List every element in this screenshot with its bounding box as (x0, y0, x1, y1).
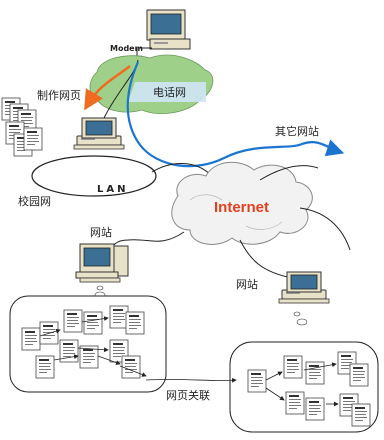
lan-computer-icon (73, 117, 125, 150)
phone-network-band (128, 82, 206, 102)
lan-ring (31, 155, 157, 197)
phone-network-label: 电话网 (153, 86, 186, 99)
internet-label: Internet (214, 199, 270, 216)
upload-arrow (84, 65, 131, 111)
page-links-label: 网页关联 (166, 389, 210, 402)
website-right-computer-icon (278, 271, 330, 304)
cloud-to-right-site (239, 239, 293, 279)
cloud-right-link (299, 207, 351, 251)
website-left-computer-icon (75, 243, 129, 283)
inter-site-link (145, 377, 237, 383)
modem-label: Modem (110, 44, 143, 53)
other-sites-label: 其它网站 (275, 125, 319, 138)
lan-label: LAN (97, 184, 129, 195)
cloud-shading (189, 194, 223, 201)
document-stack-left (1, 97, 43, 157)
link-arrows-left (39, 316, 147, 377)
make-webpage-label: 制作网页 (37, 89, 81, 102)
campus-net-label: 校园网 (18, 195, 51, 208)
internet-route-curve (126, 61, 345, 168)
top-computer-icon (146, 9, 191, 50)
cloud-shading-2 (245, 221, 283, 230)
website-left-label: 网站 (90, 226, 112, 239)
website-right-label: 网站 (236, 278, 258, 291)
internet-cloud (171, 161, 313, 245)
lan-internet-link (151, 162, 213, 177)
link-arrows-right (265, 362, 339, 407)
cloud-upper-link (259, 165, 319, 181)
